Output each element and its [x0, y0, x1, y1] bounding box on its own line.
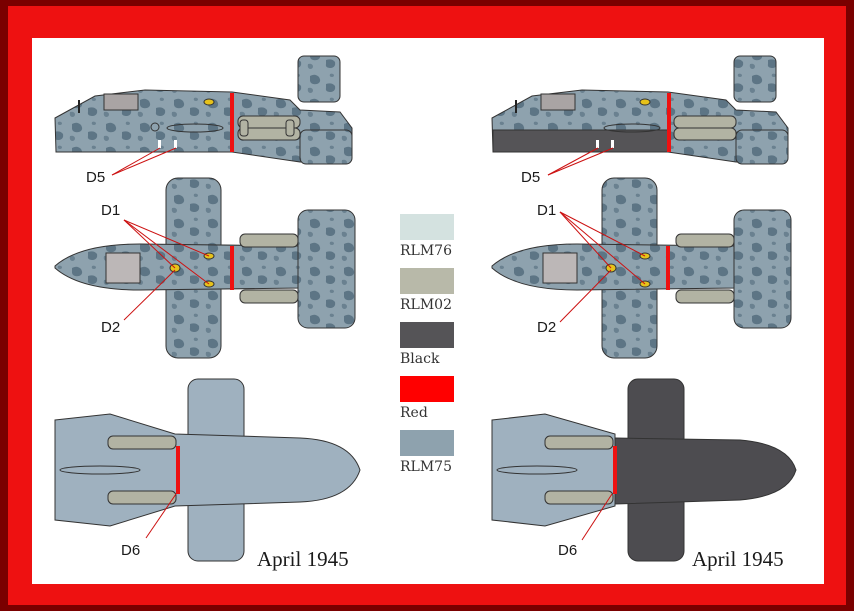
- right-d2-callout: D2: [537, 319, 556, 336]
- left-bottom-view: [54, 378, 361, 562]
- right-top-view: [491, 177, 792, 359]
- right-d1-callout: D1: [537, 202, 556, 219]
- left-d2-callout: D2: [101, 319, 120, 336]
- right-side-view: [491, 55, 789, 176]
- left-date: April 1945: [257, 547, 349, 571]
- swatch-red-label: Red: [400, 405, 428, 421]
- right-bottom-view: [491, 378, 797, 562]
- swatch-rlm76-label: RLM76: [400, 243, 452, 259]
- swatch-rlm02: [400, 268, 454, 294]
- right-d6-callout: D6: [558, 542, 577, 559]
- swatch-black-label: Black: [400, 351, 440, 367]
- swatch-rlm02-label: RLM02: [400, 297, 452, 313]
- left-d5-callout: D5: [86, 169, 105, 186]
- left-d6-callout: D6: [121, 542, 140, 559]
- left-top-view: [54, 177, 356, 359]
- left-d1-callout: D1: [101, 202, 120, 219]
- left-side-view: [54, 55, 353, 176]
- right-date: April 1945: [692, 547, 784, 571]
- swatch-rlm75-label: RLM75: [400, 459, 452, 475]
- swatch-black: [400, 322, 454, 348]
- swatch-rlm75: [400, 430, 454, 456]
- color-legend: RLM76 RLM02 Black Red RLM75: [400, 214, 454, 475]
- swatch-rlm76: [400, 214, 454, 240]
- right-d5-callout: D5: [521, 169, 540, 186]
- swatch-red: [400, 376, 454, 402]
